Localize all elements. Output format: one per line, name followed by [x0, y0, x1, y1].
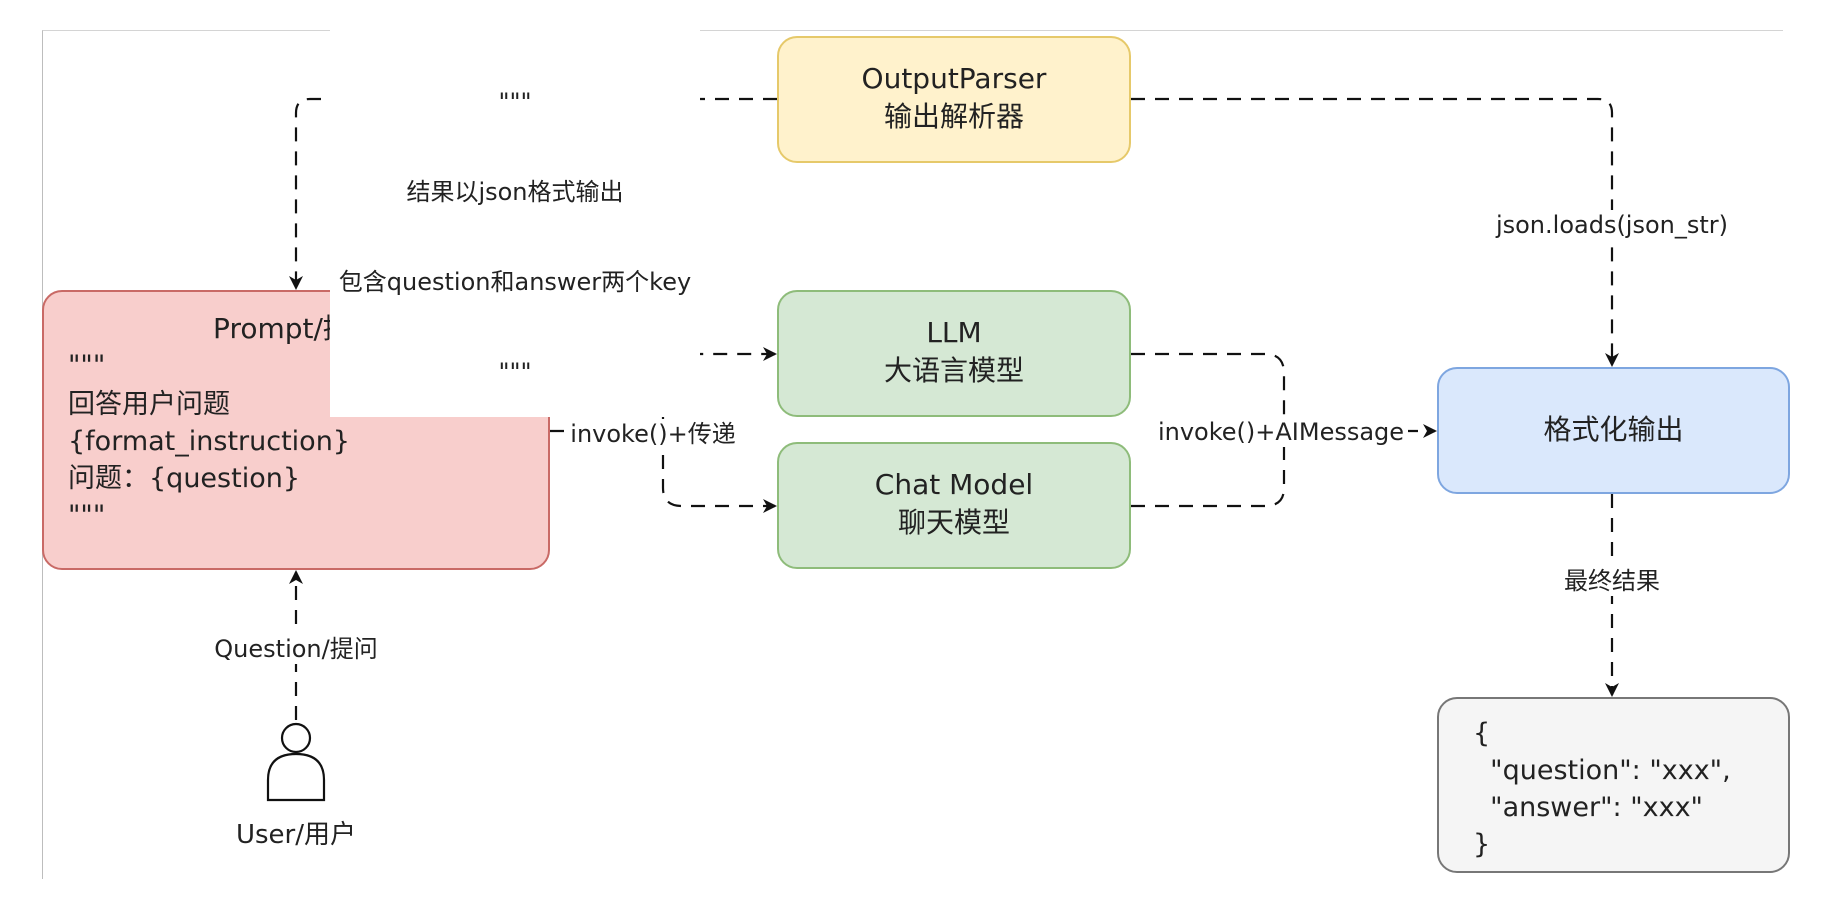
chat-model-title: Chat Model	[874, 468, 1034, 501]
user-label: User/用户	[218, 820, 374, 850]
edge-parser-to-prompt	[289, 97, 777, 290]
prompt-line-2: 回答用户问题	[68, 389, 230, 420]
prompt-line-3: {format_instruction}	[68, 426, 350, 457]
format-output-node[interactable]: 格式化输出	[1437, 367, 1790, 494]
user-to-prompt-label: Question/提问	[208, 634, 384, 664]
chat-model-subtitle: 聊天模型	[897, 506, 1010, 539]
prompt-line-5: """	[68, 500, 106, 531]
result-line-4: }	[1473, 829, 1491, 860]
llm-subtitle: 大语言模型	[883, 354, 1024, 387]
parser-to-prompt-label-line-4: """	[498, 358, 532, 386]
llm-node[interactable]: LLM 大语言模型	[777, 290, 1131, 417]
output-parser-node[interactable]: OutputParser 输出解析器	[777, 36, 1131, 163]
parser-to-prompt-label-line-1: """	[498, 88, 532, 116]
parser-to-prompt-label-line-2: 结果以json格式输出	[406, 178, 624, 206]
result-line-2: "question": "xxx",	[1473, 755, 1731, 786]
llm-title: LLM	[926, 316, 982, 349]
prompt-to-models-label: invoke()+传递	[566, 419, 740, 449]
result-line-1: {	[1473, 718, 1491, 749]
format-to-result-label: 最终结果	[1552, 566, 1672, 596]
user-icon	[266, 722, 326, 802]
parser-to-prompt-label-line-3: 包含question和answer两个key	[338, 268, 692, 296]
parser-to-format-label: json.loads(json_str)	[1490, 210, 1734, 240]
prompt-line-4: 问题：{question}	[68, 463, 301, 494]
output-parser-subtitle: 输出解析器	[883, 100, 1024, 133]
edge-parser-to-format	[1131, 97, 1619, 367]
format-output-label: 格式化输出	[1543, 413, 1684, 446]
output-parser-title: OutputParser	[861, 62, 1047, 95]
prompt-line-1: """	[68, 350, 106, 381]
chat-model-node[interactable]: Chat Model 聊天模型	[777, 442, 1131, 569]
result-line-3: "answer": "xxx"	[1473, 792, 1703, 823]
edge-to-chat	[661, 431, 777, 513]
result-node[interactable]: { "question": "xxx", "answer": "xxx" }	[1437, 697, 1790, 873]
edge-from-llm	[1131, 352, 1286, 431]
edge-from-chat	[1131, 431, 1286, 508]
models-to-format-label: invoke()+AIMessage	[1154, 417, 1408, 447]
parser-to-prompt-label: """ 结果以json格式输出 包含question和answer两个key "…	[330, 27, 700, 417]
